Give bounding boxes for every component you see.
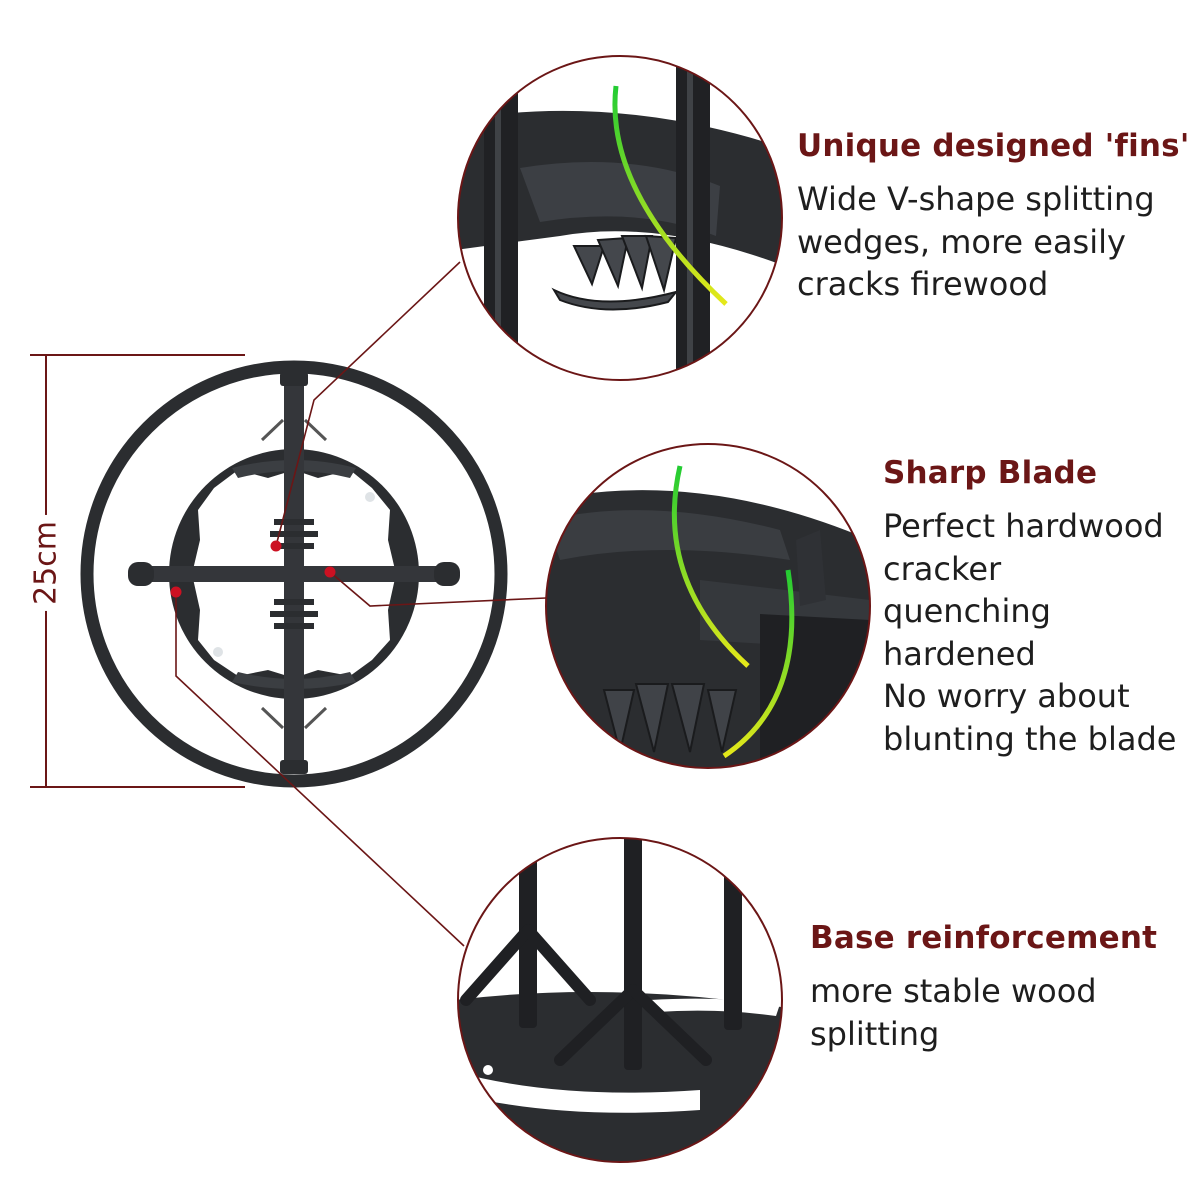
feature-text-line: splitting (810, 1014, 940, 1053)
feature-base-reinforcement: Base reinforcement more stable wood spli… (810, 920, 1157, 1055)
dimension-label: 25cm (28, 515, 64, 611)
feature-text-line: blunting the blade (883, 719, 1177, 758)
feature-text-line: cracker (883, 549, 1002, 588)
base-detail-photo (457, 837, 783, 1163)
feature-text-line: more stable wood (810, 972, 1097, 1010)
feature-text-line: hardened (883, 634, 1036, 673)
log-splitter-top-view (80, 360, 508, 788)
marker-dots (170, 540, 336, 598)
feature-text-line: Perfect hardwood (883, 507, 1164, 545)
feature-heading: Base reinforcement (810, 920, 1158, 956)
leader-lines (175, 261, 547, 947)
feature-text-line: wedges, more easily (797, 222, 1126, 261)
feature-heading: Sharp Blade (883, 455, 1098, 491)
feature-text-line: Wide V-shape splitting (797, 180, 1155, 218)
feature-text-line: quenching (883, 592, 1051, 630)
blade-detail-photo (545, 443, 871, 769)
feature-heading: Unique designed 'fins' (797, 128, 1190, 164)
fins-detail-photo (457, 55, 783, 381)
feature-text-line: No worry about (883, 677, 1130, 715)
feature-sharp-blade: Sharp Blade Perfect hardwood cracker que… (883, 455, 1176, 760)
feature-text-line: cracks firewood (797, 265, 1049, 303)
feature-fins: Unique designed 'fins' Wide V-shape spli… (797, 128, 1190, 306)
